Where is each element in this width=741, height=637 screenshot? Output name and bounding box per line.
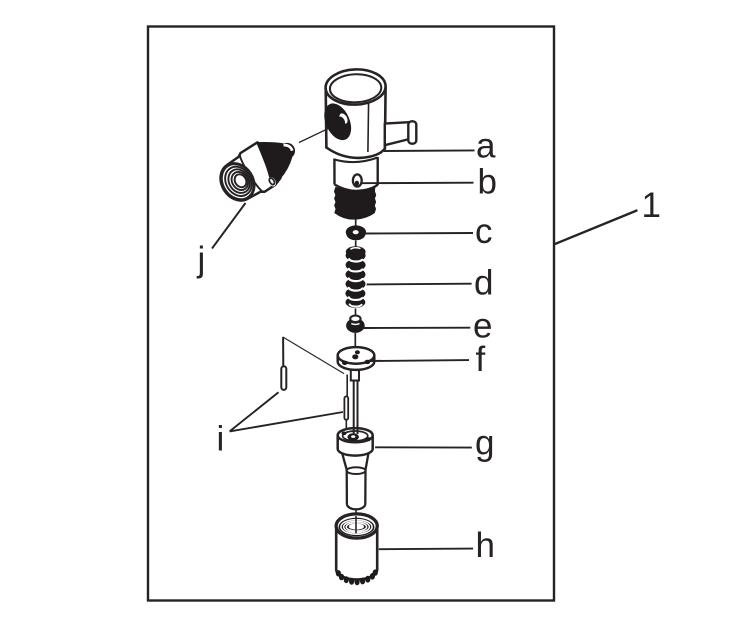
svg-text:1: 1: [642, 186, 661, 225]
svg-text:b: b: [478, 163, 497, 202]
svg-text:c: c: [475, 212, 493, 251]
svg-text:a: a: [476, 127, 496, 166]
svg-text:e: e: [473, 306, 492, 345]
svg-text:d: d: [474, 264, 493, 303]
svg-text:g: g: [475, 423, 494, 462]
svg-text:i: i: [217, 420, 225, 459]
svg-text:f: f: [476, 340, 486, 379]
svg-text:h: h: [476, 526, 495, 565]
svg-text:j: j: [197, 240, 206, 279]
